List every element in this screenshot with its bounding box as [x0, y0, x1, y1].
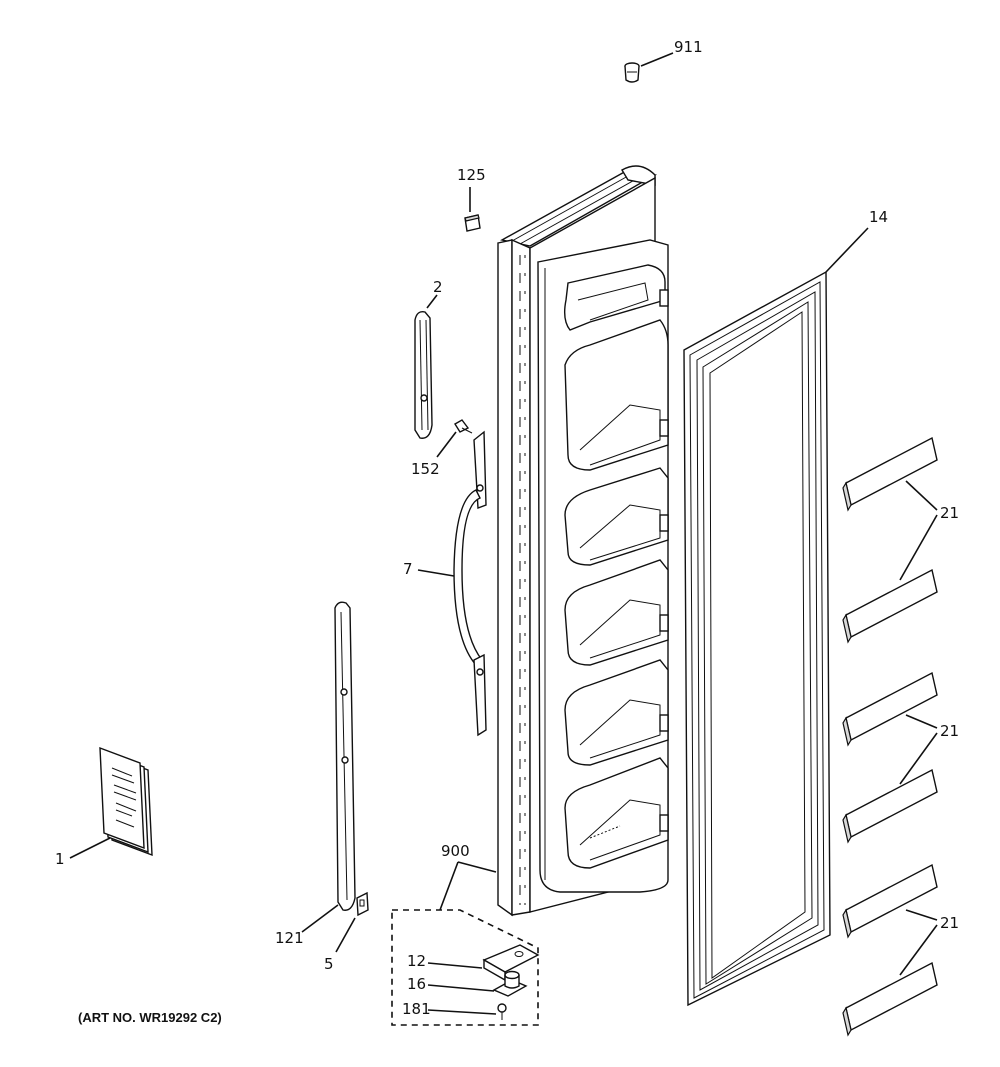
callout-21a: 21 — [940, 504, 959, 522]
leader-181 — [427, 1009, 497, 1015]
leader-121 — [301, 904, 339, 933]
callout-14: 14 — [869, 208, 888, 226]
part-181-screw — [497, 1003, 507, 1020]
part-152-screw — [454, 419, 473, 434]
callout-900: 900 — [441, 842, 470, 860]
leader-21b-1 — [905, 714, 938, 729]
callout-152: 152 — [411, 460, 440, 478]
callout-5: 5 — [324, 955, 334, 973]
callout-16: 16 — [407, 975, 426, 993]
leader-900-1 — [439, 861, 459, 911]
leader-21c-1 — [905, 909, 938, 921]
callout-181: 181 — [402, 1000, 431, 1018]
leader-14 — [825, 227, 869, 273]
callout-911: 911 — [674, 38, 703, 56]
leader-7 — [417, 569, 455, 577]
callout-21b: 21 — [940, 722, 959, 740]
leader-12 — [427, 962, 483, 969]
callout-12: 12 — [407, 952, 426, 970]
door-bins — [563, 264, 669, 869]
part-1-owners-manual — [99, 746, 153, 857]
hinge-kit-dashed-box — [391, 909, 539, 1026]
leader-5 — [335, 917, 356, 953]
callout-7: 7 — [403, 560, 413, 578]
callout-2: 2 — [433, 278, 443, 296]
callout-21c: 21 — [940, 914, 959, 932]
leader-21a-1 — [905, 480, 938, 511]
part-7-door-handle — [453, 430, 487, 737]
part-2-handle-trim — [414, 310, 433, 439]
part-121-door-trim — [334, 601, 356, 911]
callout-125: 125 — [457, 166, 486, 184]
leader-911 — [640, 52, 674, 67]
callout-121: 121 — [275, 929, 304, 947]
part-21-shelf-bars — [842, 436, 938, 1037]
leader-21c-2 — [899, 924, 938, 976]
part-125-block — [464, 214, 481, 232]
art-number: (ART NO. WR19292 C2) — [78, 1010, 222, 1025]
callout-1: 1 — [55, 850, 65, 868]
leader-152 — [436, 431, 457, 458]
leader-16 — [427, 984, 495, 992]
part-5-clip — [356, 891, 369, 917]
door-assembly — [497, 165, 669, 917]
leader-21a-2 — [899, 514, 938, 581]
part-14-door-gasket — [683, 270, 831, 1007]
leader-1 — [69, 837, 111, 859]
part-16-hinge-pin — [492, 970, 528, 997]
leader-900-2 — [457, 861, 497, 873]
leader-2 — [426, 294, 438, 309]
part-911-cap — [624, 62, 640, 83]
leader-21b-2 — [899, 732, 938, 785]
